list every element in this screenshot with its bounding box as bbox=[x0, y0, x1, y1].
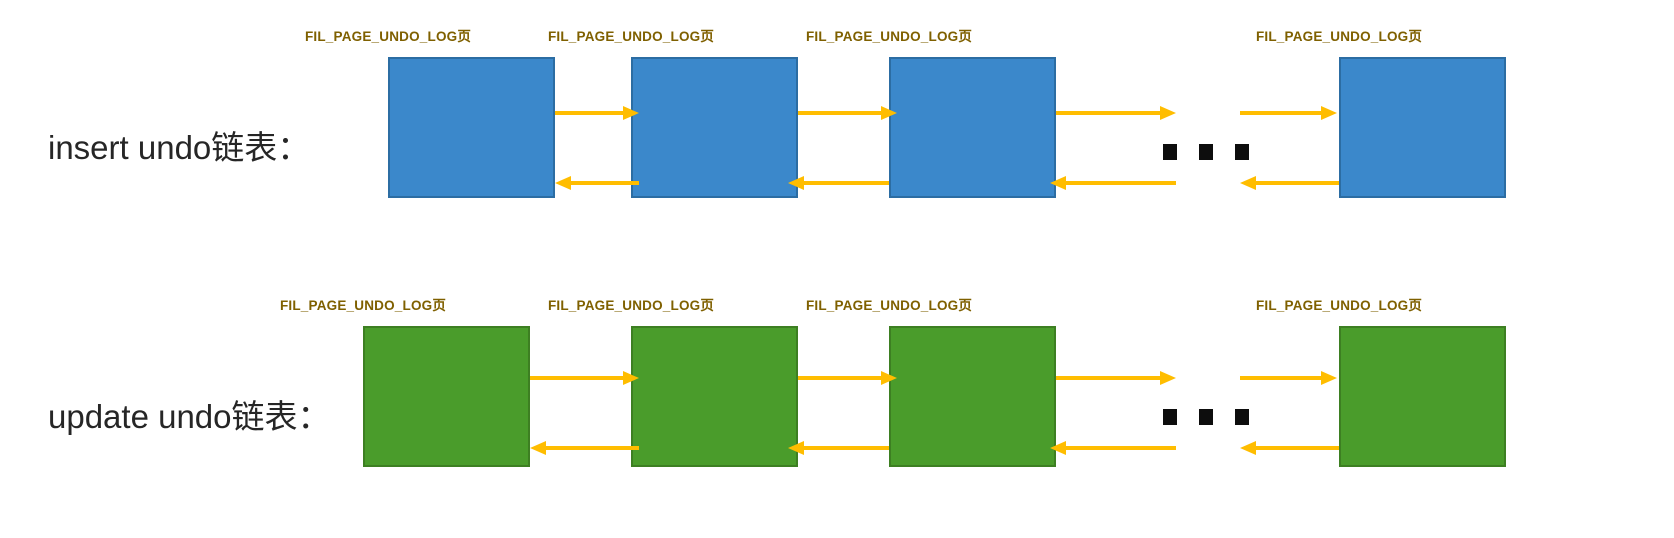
update-node-3-caption: FIL_PAGE_UNDO_LOG页 bbox=[805, 298, 973, 313]
insert-forward-arrow-1-2 bbox=[555, 103, 639, 123]
update-forward-arrow-1-2 bbox=[530, 368, 639, 388]
update-backward-arrow-4-ellipsis bbox=[1240, 438, 1339, 458]
update-backward-arrow-3-2 bbox=[788, 438, 889, 458]
insert-backward-arrow-2-1 bbox=[555, 173, 639, 193]
update-forward-arrow-2-3 bbox=[798, 368, 897, 388]
insert-node-4-box bbox=[1339, 57, 1506, 198]
update-node-4-caption: FIL_PAGE_UNDO_LOG页 bbox=[1255, 298, 1423, 313]
insert-backward-arrow-ellipsis-3 bbox=[1050, 173, 1176, 193]
insert-node-4-caption: FIL_PAGE_UNDO_LOG页 bbox=[1255, 29, 1423, 44]
ellipsis-dot bbox=[1199, 144, 1213, 160]
ellipsis-dot bbox=[1163, 409, 1177, 425]
insert-forward-arrow-ellipsis-4 bbox=[1240, 103, 1337, 123]
update-node-1-caption: FIL_PAGE_UNDO_LOG页 bbox=[279, 298, 447, 313]
insert-forward-arrow-2-3 bbox=[798, 103, 897, 123]
insert-node-2-box bbox=[631, 57, 798, 198]
insert-node-1-box bbox=[388, 57, 555, 198]
row-label-insert-undo-chain: insert undo链表： bbox=[48, 129, 311, 166]
ellipsis-dot bbox=[1235, 144, 1249, 160]
insert-forward-arrow-3-ellipsis bbox=[1056, 103, 1176, 123]
ellipsis-dot bbox=[1163, 144, 1177, 160]
update-backward-arrow-2-1 bbox=[530, 438, 639, 458]
insert-node-3-caption: FIL_PAGE_UNDO_LOG页 bbox=[805, 29, 973, 44]
insert-node-2-caption: FIL_PAGE_UNDO_LOG页 bbox=[547, 29, 715, 44]
insert-node-1-caption: FIL_PAGE_UNDO_LOG页 bbox=[304, 29, 472, 44]
update-node-4-box bbox=[1339, 326, 1506, 467]
ellipsis-dot bbox=[1199, 409, 1213, 425]
update-node-2-caption: FIL_PAGE_UNDO_LOG页 bbox=[547, 298, 715, 313]
insert-node-3-box bbox=[889, 57, 1056, 198]
row-label-update-undo-chain: update undo链表： bbox=[48, 398, 331, 435]
update-node-2-box bbox=[631, 326, 798, 467]
insert-chain-ellipsis bbox=[1163, 144, 1249, 160]
insert-backward-arrow-4-ellipsis bbox=[1240, 173, 1339, 193]
update-node-1-box bbox=[363, 326, 530, 467]
update-chain-ellipsis bbox=[1163, 409, 1249, 425]
update-backward-arrow-ellipsis-3 bbox=[1050, 438, 1176, 458]
insert-backward-arrow-3-2 bbox=[788, 173, 889, 193]
update-forward-arrow-3-ellipsis bbox=[1056, 368, 1176, 388]
update-node-3-box bbox=[889, 326, 1056, 467]
update-forward-arrow-ellipsis-4 bbox=[1240, 368, 1337, 388]
ellipsis-dot bbox=[1235, 409, 1249, 425]
